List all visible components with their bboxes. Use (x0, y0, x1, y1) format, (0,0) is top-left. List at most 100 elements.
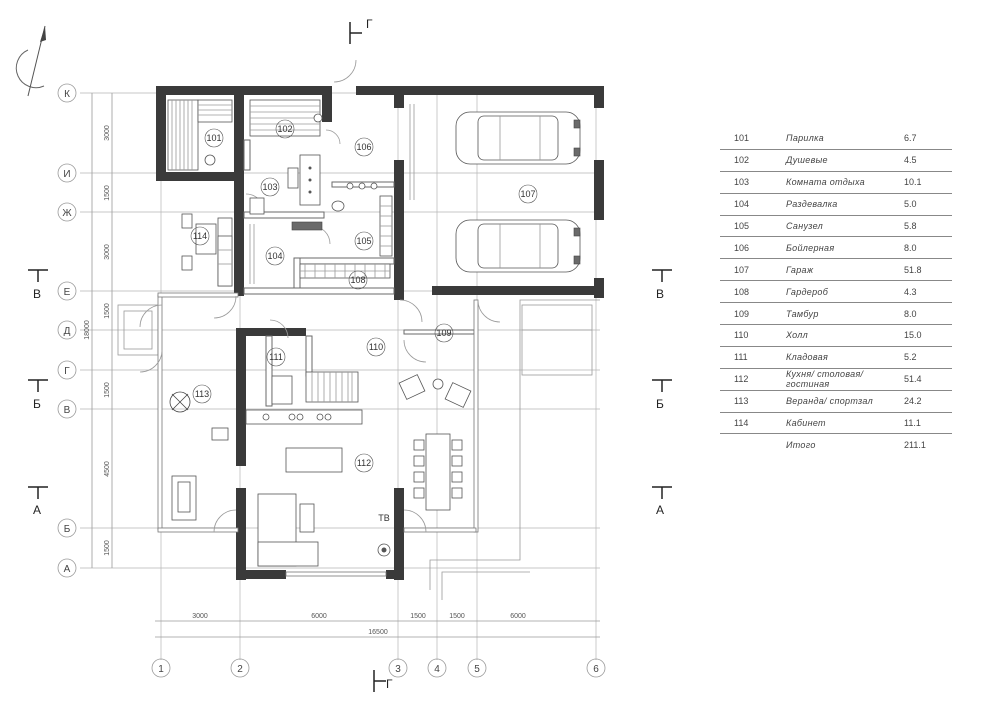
svg-text:1500: 1500 (449, 613, 465, 620)
svg-text:109: 109 (436, 328, 451, 338)
room-area: 51.8 (904, 264, 922, 275)
schedule-row: 104 Раздевалка 5.0 (720, 194, 952, 216)
room-name: Бойлерная (786, 242, 835, 253)
terrace-outlines (117, 299, 600, 600)
gym-equipment (169, 391, 229, 521)
room-area: 5.0 (904, 199, 917, 210)
svg-text:1500: 1500 (104, 540, 111, 556)
svg-text:3000: 3000 (192, 613, 208, 620)
sofa (257, 493, 391, 567)
svg-text:А: А (656, 503, 664, 517)
schedule-row: 111 Кладовая 5.2 (720, 347, 952, 369)
svg-text:6: 6 (593, 664, 599, 675)
room-area: 51.4 (904, 374, 922, 385)
rest-room-furniture (249, 154, 323, 231)
room-number: 106 (734, 242, 750, 253)
schedule-row: 114 Кабинет 11.1 (720, 413, 952, 435)
svg-text:104: 104 (267, 251, 282, 261)
armchairs (398, 374, 472, 408)
room-area: 15.0 (904, 330, 922, 341)
room-name: Кабинет (786, 418, 826, 429)
room-area: 5.8 (904, 221, 917, 231)
room-name: Раздевалка (786, 199, 838, 210)
room-number: 113 (734, 396, 749, 407)
room-name: Веранда/ спортзал (786, 396, 873, 407)
svg-text:Ж: Ж (62, 208, 72, 219)
svg-text:102: 102 (277, 124, 292, 134)
svg-text:112: 112 (357, 458, 371, 468)
svg-text:101: 101 (206, 133, 221, 143)
svg-text:18000: 18000 (84, 320, 91, 340)
svg-text:1500: 1500 (410, 613, 426, 620)
svg-text:108: 108 (350, 275, 365, 285)
room-area: 4.3 (904, 286, 917, 297)
svg-text:1500: 1500 (104, 382, 111, 398)
svg-text:Б: Б (33, 397, 41, 411)
room-area: 8.0 (904, 308, 917, 319)
column-axis-labels: 1 2 3 4 5 6 (151, 658, 606, 678)
room-number: 107 (734, 264, 750, 275)
horizontal-dimensions: 3000 6000 1500 1500 6000 16500 (155, 613, 600, 638)
schedule-row: 112 Кухня/ столовая/ гостиная 51.4 (720, 369, 952, 391)
section-markers: В В Б Б А А Г Г (28, 17, 672, 692)
room-number: 101 (734, 133, 750, 144)
total-area: 211.1 (904, 439, 926, 450)
room-area: 24.2 (904, 396, 922, 407)
room-number: 111 (734, 352, 748, 363)
room-number: 110 (734, 330, 749, 341)
shower-grid (249, 99, 323, 137)
svg-text:В: В (656, 287, 664, 301)
svg-text:110: 110 (369, 342, 383, 352)
svg-text:4500: 4500 (104, 461, 111, 477)
room-name: Гардероб (786, 286, 829, 297)
room-number: 105 (734, 221, 750, 231)
room-name: Кухня/ столовая/ гостиная (786, 369, 864, 390)
schedule-row: 109 Тамбур 8.0 (720, 303, 952, 326)
vertical-dimensions: 3000 1500 3000 1500 18000 1500 4500 1500 (84, 93, 113, 568)
svg-text:1500: 1500 (104, 185, 111, 201)
room-area: 6.7 (904, 133, 917, 144)
room-name: Гараж (786, 264, 814, 275)
schedule-row: 106 Бойлерная 8.0 (720, 237, 952, 260)
room-name: Кладовая (786, 352, 829, 363)
svg-text:А: А (64, 564, 71, 575)
room-name: Санузел (786, 221, 824, 231)
svg-text:1500: 1500 (104, 303, 111, 319)
svg-text:114: 114 (193, 231, 207, 241)
schedule-row: 110 Холл 15.0 (720, 325, 952, 347)
room-number-labels: 101 102 103 104 105 106 107 108 109 110 … (193, 124, 536, 523)
schedule-row: 102 Душевые 4.5 (720, 150, 952, 172)
svg-text:1: 1 (158, 664, 164, 675)
room-name: Парилка (786, 133, 824, 144)
room-schedule: 101 Парилка 6.7 102 Душевые 4.5 103 Комн… (720, 128, 952, 455)
svg-text:3000: 3000 (104, 244, 111, 260)
svg-text:Г: Г (386, 677, 393, 691)
svg-text:3: 3 (395, 664, 401, 675)
svg-text:6000: 6000 (311, 613, 327, 620)
svg-text:Г: Г (64, 366, 70, 377)
schedule-total-row: Итого 211.1 (720, 434, 952, 455)
room-number: 102 (734, 155, 750, 166)
svg-text:В: В (33, 287, 41, 301)
room-number: 109 (734, 308, 750, 319)
room-area: 4.5 (904, 155, 917, 166)
dining-table (413, 433, 463, 511)
room-number: 104 (734, 199, 750, 210)
schedule-row: 107 Гараж 51.8 (720, 259, 952, 282)
row-axis-labels: К И Ж Е Д Г В Б А (57, 83, 77, 578)
room-number: 112 (734, 374, 749, 385)
bathroom-fixtures (331, 195, 393, 257)
glazed-walls (157, 292, 479, 577)
north-arrow-icon (15, 25, 46, 97)
room-number: 103 (734, 177, 750, 188)
svg-text:105: 105 (356, 236, 371, 246)
total-label: Итого (786, 439, 816, 450)
schedule-row: 105 Санузел 5.8 (720, 216, 952, 238)
svg-text:103: 103 (262, 182, 277, 192)
svg-text:113: 113 (195, 389, 209, 399)
svg-text:Е: Е (64, 287, 71, 298)
svg-text:К: К (64, 89, 70, 100)
svg-text:Г: Г (366, 17, 373, 31)
study-furniture (181, 213, 233, 287)
